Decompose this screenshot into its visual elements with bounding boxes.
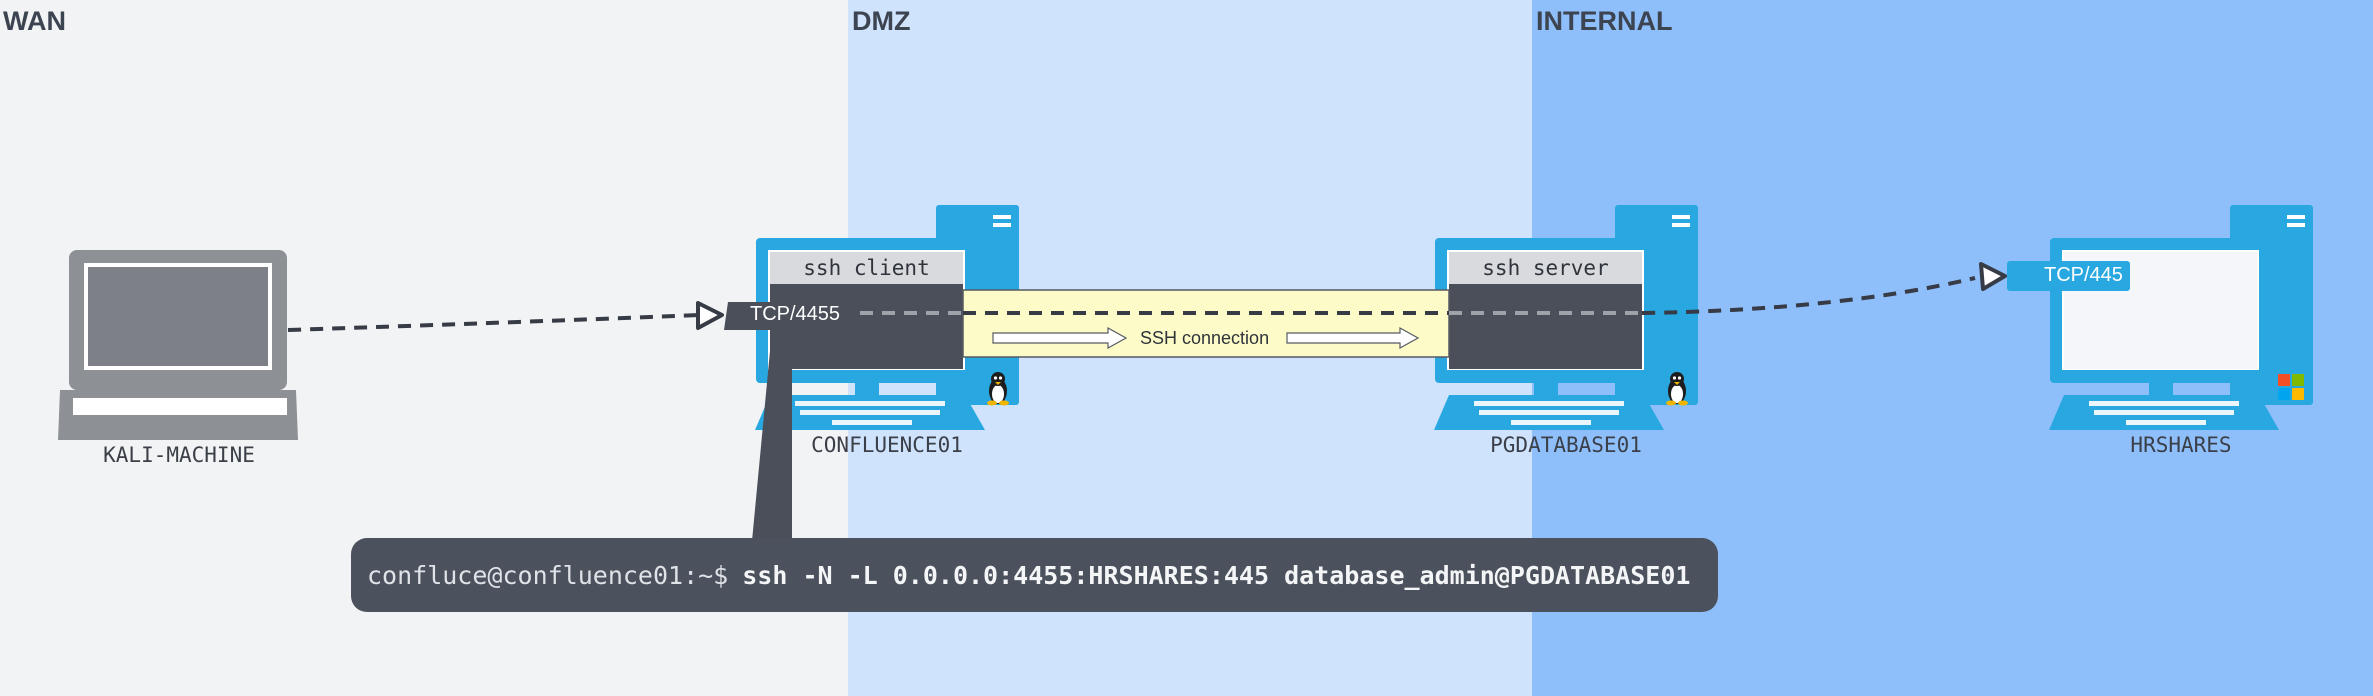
host-label-confluence01: CONFLUENCE01 [811,433,963,457]
computer-icon-hrshares [2049,205,2313,430]
arrowhead-tcp4455 [696,301,724,330]
command-box: confluce@confluence01:~$ ssh -N -L 0.0.0… [351,538,1718,612]
arrowhead-tcp445 [1979,262,2007,291]
tunnel-arrow-right [1286,326,1420,350]
ssh-command: ssh -N -L 0.0.0.0:4455:HRSHARES:445 data… [742,560,1691,590]
screen-header-ssh-server: ssh server [1482,256,1609,280]
port-label-tcp445: TCP/445 [2044,264,2123,286]
host-label-hrshares: HRSHARES [2130,433,2232,457]
port-tag-tcp4455-shape [724,302,870,330]
ssh-tunnel [962,289,1450,358]
tunnel-label: SSH connection [1140,328,1270,348]
windows-logo-icon [2278,374,2304,400]
command-callout-pointer [752,330,792,541]
zone-title-wan: WAN [3,6,66,36]
laptop-icon [58,250,298,440]
dashed-link-pgdatabase-to-hrshares [1641,276,1976,315]
host-label-pgdatabase01: PGDATABASE01 [1490,433,1642,457]
screen-header-ssh-client: ssh client [803,256,930,280]
tunnel-arrow-left [992,326,1128,350]
zone-title-dmz: DMZ [852,6,911,36]
port-label-tcp4455: TCP/4455 [750,303,841,325]
dashed-link-kali-to-confluence [287,313,701,332]
zone-title-internal: INTERNAL [1536,6,1673,36]
host-label-kali: KALI-MACHINE [103,443,255,467]
port-tag-tcp445-shape [2007,261,2130,291]
computer-icon-pgdatabase01 [1434,205,1698,430]
shell-prompt: confluce@confluence01:~$ [367,560,729,590]
